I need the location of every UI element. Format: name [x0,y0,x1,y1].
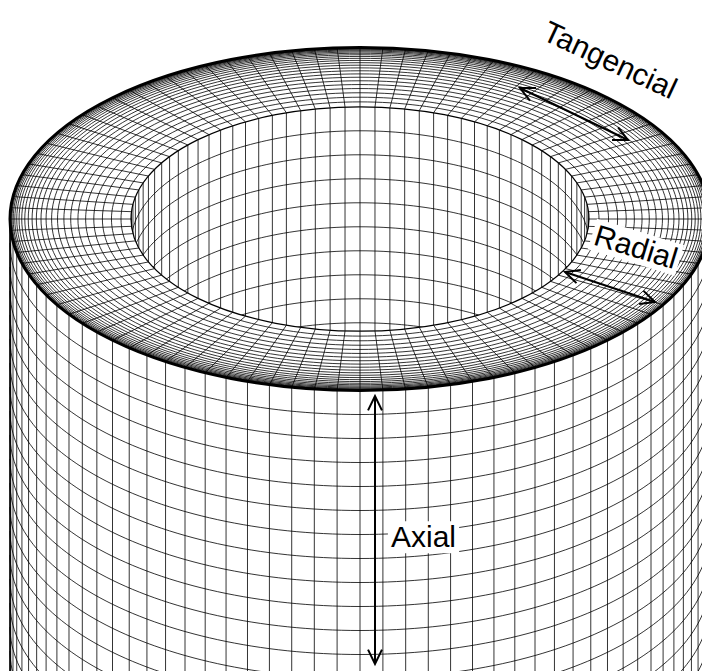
inner-wall-mesh [131,107,589,619]
axial-arrow [368,396,382,664]
direction-label: Axial [388,521,459,553]
annulus-mesh [10,48,702,391]
radial-arrow [565,270,655,304]
tangential-arrow [520,88,628,140]
cylinder-outline [10,48,702,671]
